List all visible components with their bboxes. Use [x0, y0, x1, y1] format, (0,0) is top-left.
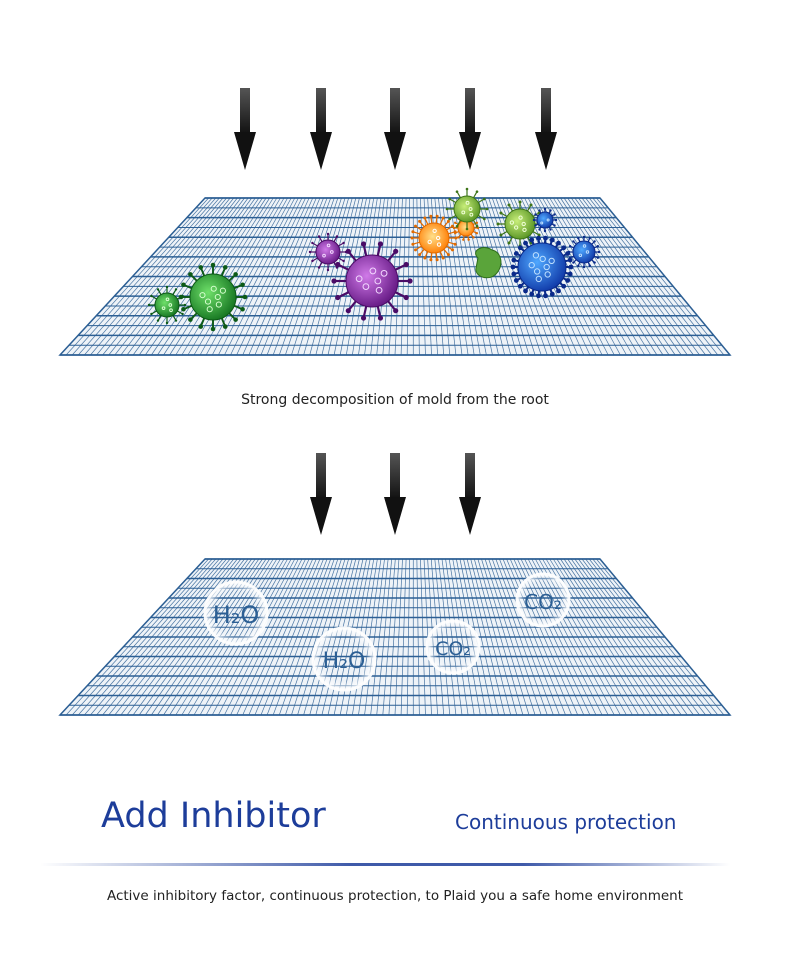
- molecule-bubble: H₂O: [311, 626, 377, 692]
- orange-virus-icon: [410, 214, 458, 262]
- lime-virus-icon: [496, 200, 544, 248]
- top-arrows: [234, 88, 557, 170]
- blue-virus-icon: [567, 235, 601, 269]
- down-arrow-icon: [459, 453, 481, 535]
- molecule-bubble: CO₂: [515, 572, 571, 628]
- blue-virus-icon: [510, 235, 574, 299]
- tagline: Continuous protection: [455, 810, 677, 834]
- microbes: [147, 187, 601, 332]
- bottom-arrows: [310, 453, 481, 535]
- down-arrow-icon: [535, 88, 557, 170]
- down-arrow-icon: [384, 88, 406, 170]
- down-arrow-icon: [459, 88, 481, 170]
- co2-label: CO₂: [524, 590, 562, 614]
- divider: [40, 863, 730, 866]
- green-virus-icon: [147, 285, 187, 325]
- molecule-bubble: H₂O: [203, 580, 269, 646]
- caption-top: Strong decomposition of mold from the ro…: [241, 392, 549, 408]
- molecule-bubble: CO₂: [425, 619, 481, 675]
- green-blob-icon: [475, 247, 502, 279]
- headline: Add Inhibitor: [101, 796, 326, 836]
- h2o-label: H₂O: [213, 601, 260, 629]
- h2o-label: H₂O: [323, 649, 366, 674]
- purple-virus-icon: [308, 232, 348, 272]
- down-arrow-icon: [310, 453, 332, 535]
- caption-bottom: Active inhibitory factor, continuous pro…: [106, 888, 684, 904]
- lime-virus-icon: [445, 187, 489, 231]
- co2-label: CO₂: [435, 638, 471, 660]
- blue-virus-icon: [532, 207, 558, 233]
- down-arrow-icon: [234, 88, 256, 170]
- green-virus-icon: [178, 262, 248, 332]
- down-arrow-icon: [384, 453, 406, 535]
- filter-mesh-bottom: [58, 558, 732, 716]
- down-arrow-icon: [310, 88, 332, 170]
- purple-virus-icon: [331, 241, 413, 321]
